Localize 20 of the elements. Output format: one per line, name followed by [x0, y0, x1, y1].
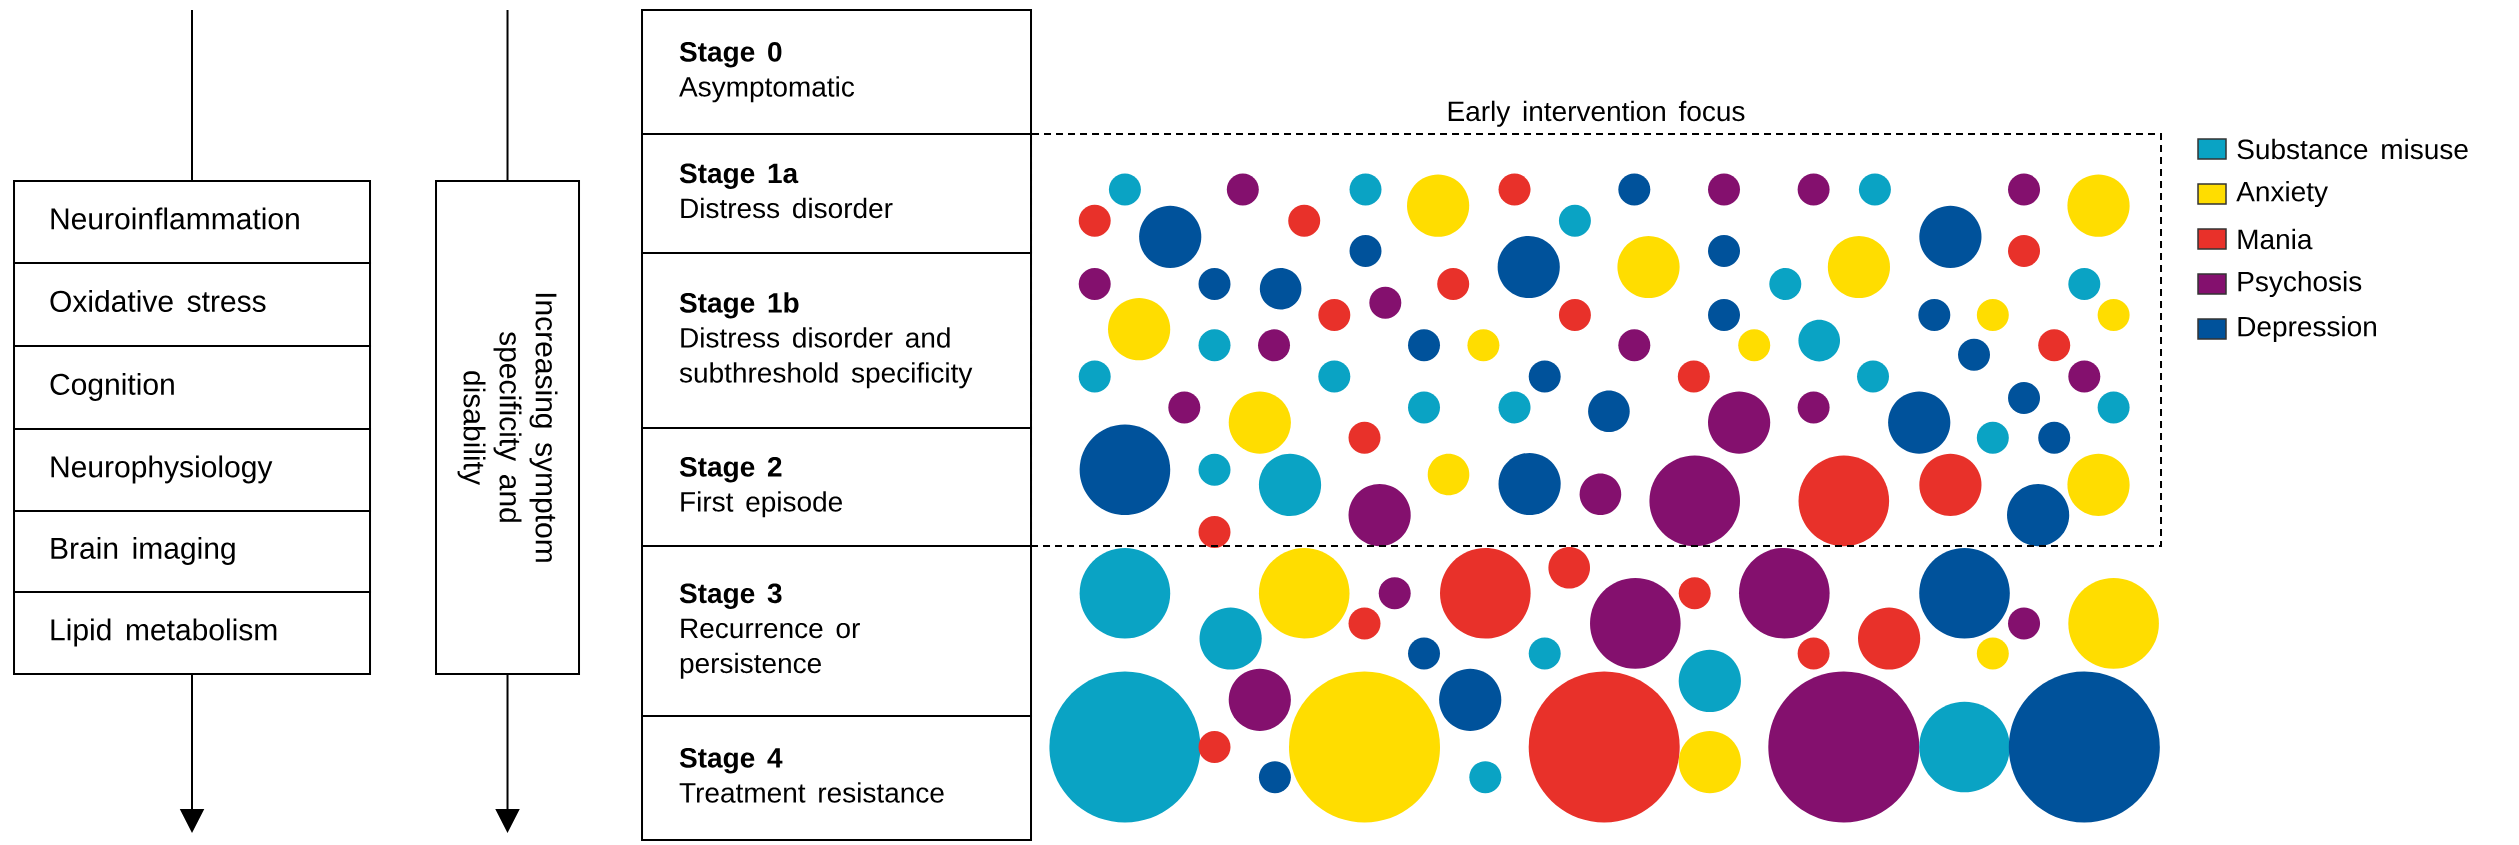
biomarker-box: Oxidative stress [13, 262, 371, 347]
legend-label: Depression [2238, 315, 2376, 343]
biomarker-box: Cognition [13, 345, 371, 430]
node-label: Early intervention focus [1448, 100, 1745, 127]
biomarker-box: Neurophysiology [13, 428, 371, 512]
stage-box: Stage 3 Recurrence or persistence [641, 545, 1032, 717]
legend-label: Psychosis [2238, 270, 2362, 298]
stage-box: Stage 1a Distress disorder [641, 133, 1032, 254]
label-box: Increasing symptom specificity and disability [435, 180, 580, 675]
biomarker-box: Brain imaging [13, 510, 371, 593]
legend-label: Mania [2238, 228, 2313, 250]
dashed-region: Early intervention focus [1030, 100, 2162, 547]
stage-box: Stage 2 First episode [641, 427, 1032, 547]
stage-box: Stage 1b Distress disorder and subthreshold specificity [641, 252, 1032, 429]
stage-box: Stage 4 Treatment resistance [641, 715, 1032, 841]
legend-label: Substance misuse [2237, 138, 2468, 160]
legend-label: Anxiety [2236, 180, 2328, 208]
biomarker-box: Lipid metabolism [13, 591, 371, 675]
biomarker-box: Neuroinflammation [13, 180, 371, 264]
stage-box: Stage 0 Asymptomatic [641, 9, 1032, 135]
